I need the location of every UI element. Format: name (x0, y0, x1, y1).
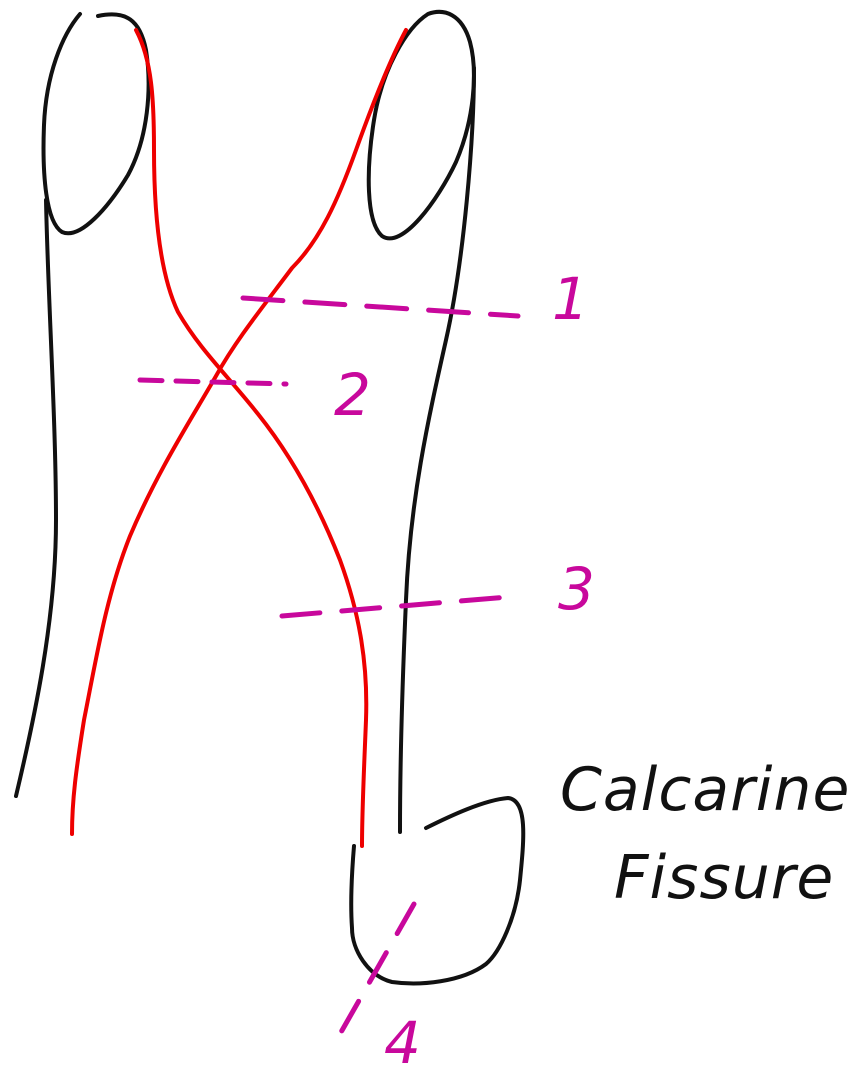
lesion-3-dashed-line (282, 596, 520, 616)
lesion-3-label: 3 (558, 560, 595, 618)
right-eye-outline (369, 12, 474, 239)
lesion-4-label: 4 (384, 1014, 421, 1071)
calcarine-outline (351, 798, 523, 983)
lesion-2-label: 2 (334, 366, 371, 424)
calcarine-label-line2: Fissure (614, 848, 834, 908)
right-optic-pathway (72, 30, 406, 834)
pathway-group (72, 30, 406, 846)
left-eye-outline (44, 14, 149, 233)
lesion-2-dashed-line (140, 380, 286, 384)
left-optic-pathway (136, 30, 366, 846)
right-outer-outline (400, 68, 474, 832)
lesion-1-dashed-line (243, 298, 518, 316)
calcarine-label-line1: Calcarine (560, 760, 850, 820)
outline-group (16, 12, 523, 984)
left-outer-outline (16, 200, 56, 796)
lesion-1-label: 1 (552, 270, 589, 328)
